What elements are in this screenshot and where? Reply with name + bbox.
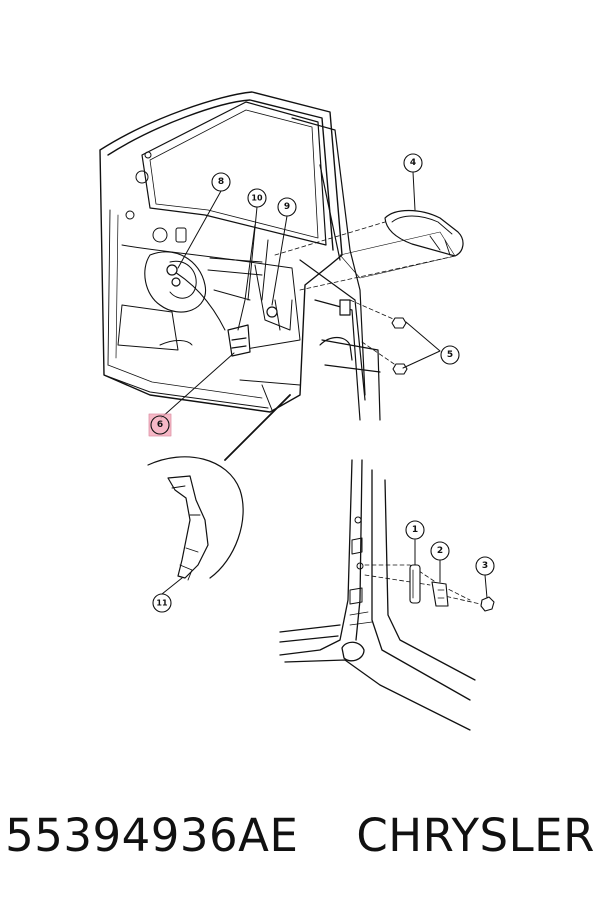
body-pillar: [291, 117, 381, 421]
callout-3-circle: [475, 556, 495, 576]
callout-3-label: 3: [482, 561, 488, 571]
lower-pillar: [279, 459, 486, 731]
callout-6-circle: [150, 415, 170, 435]
detail-magnifier: [147, 394, 291, 581]
striker-parts: [409, 564, 495, 612]
brand-name: CHRYSLER: [356, 808, 595, 862]
callout-6-label: 6: [157, 420, 163, 430]
part-number: 55394936AE: [5, 808, 299, 862]
callout-1-label: 1: [412, 525, 418, 535]
callout-4-label: 4: [410, 158, 416, 168]
door-latch-assembly: [166, 224, 278, 357]
callout-9-circle: [277, 197, 297, 217]
outside-handle-assembly: [274, 209, 464, 291]
part-caption: 55394936AE CHRYSLER: [0, 795, 600, 875]
callout-1-circle: [405, 520, 425, 540]
callout-8-label: 8: [218, 177, 224, 187]
callout-11-circle: [152, 593, 172, 613]
leader-lines: [160, 171, 488, 599]
callout-9-label: 9: [284, 202, 290, 212]
door-latch-exploded-diagram: 1 2 3 4 5 6 8 9 10 11: [99, 91, 495, 731]
callout-8-circle: [211, 172, 231, 192]
callout-5-label: 5: [447, 350, 453, 360]
callout-2-label: 2: [437, 546, 443, 556]
door-inner-panel: [117, 244, 301, 411]
callout-10-circle: [247, 188, 267, 208]
callout-labels: 1 2 3 4 5 6 8 9 10 11: [156, 158, 488, 608]
callout-11-label: 11: [156, 599, 168, 608]
callout-2-circle: [430, 541, 450, 561]
bolt-set-5: [349, 299, 408, 375]
callout-5-circle: [440, 345, 460, 365]
callout-markers: [148, 153, 495, 613]
callout-10-label: 10: [251, 194, 263, 203]
door-outline: [99, 91, 343, 413]
callout-6-highlight: [148, 413, 172, 437]
callout-4-circle: [403, 153, 423, 173]
